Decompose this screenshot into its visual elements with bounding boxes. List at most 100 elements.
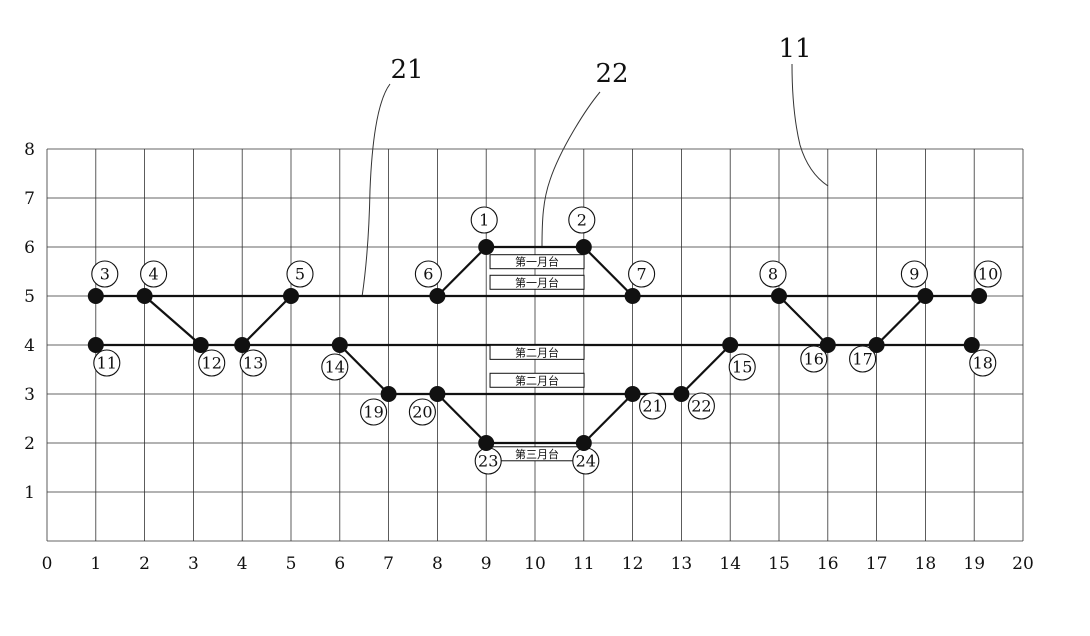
x-tick-label: 16	[817, 554, 839, 574]
node-10: 10	[971, 260, 1002, 304]
node-label-circle	[728, 353, 756, 381]
node-label: 23	[478, 452, 498, 471]
track-lines	[95, 245, 980, 445]
node-dot	[429, 288, 446, 304]
reference-label-22: 22	[595, 59, 628, 89]
node-label: 6	[423, 265, 433, 284]
node-dot	[478, 239, 495, 255]
node-label: 1	[479, 211, 489, 230]
track-segment	[680, 344, 731, 395]
node-dot	[283, 288, 299, 304]
node-dot	[87, 288, 104, 304]
x-tick-label: 8	[432, 554, 443, 574]
node-22: 22	[673, 386, 715, 420]
node-7: 7	[624, 260, 656, 304]
node-dot	[624, 288, 641, 304]
x-tick-label: 3	[188, 554, 199, 574]
node-label: 15	[732, 358, 752, 377]
node-label: 19	[363, 403, 383, 422]
leader-11	[791, 63, 829, 187]
node-label: 16	[804, 350, 824, 369]
node-3: 3	[87, 260, 119, 304]
node-label-circle	[969, 349, 997, 377]
y-tick-label: 5	[24, 287, 35, 307]
node-label: 9	[909, 265, 919, 284]
node-label: 3	[100, 265, 110, 284]
track-segment	[875, 295, 927, 346]
x-tick-label: 20	[1012, 554, 1034, 574]
node-6: 6	[414, 260, 446, 304]
node-dot	[380, 386, 397, 402]
node-dot	[971, 288, 988, 304]
node-dot	[575, 435, 592, 451]
node-label: 24	[576, 452, 596, 471]
node-label: 4	[149, 265, 159, 284]
node-dot	[963, 337, 980, 353]
x-tick-label: 6	[334, 554, 345, 574]
x-tick-label: 19	[963, 554, 985, 574]
node-18: 18	[963, 337, 997, 377]
reference-label-21: 21	[390, 55, 423, 85]
node-label: 10	[978, 265, 998, 284]
node-9: 9	[900, 260, 934, 304]
node-16: 16	[800, 337, 836, 373]
y-tick-label: 3	[24, 385, 35, 405]
y-tick-label: 7	[24, 189, 35, 209]
node-5: 5	[283, 260, 314, 304]
platform-box	[489, 274, 585, 290]
node-label-circle	[321, 353, 349, 381]
node-20: 20	[408, 386, 446, 426]
node-label-circle	[198, 349, 226, 377]
node-label: 17	[852, 350, 872, 369]
node-label: 7	[637, 265, 647, 284]
node-label: 13	[243, 354, 263, 373]
reference-label-11: 11	[778, 34, 811, 64]
node-label-circle	[470, 206, 498, 234]
node-label: 11	[97, 354, 117, 373]
platform-box	[489, 254, 585, 270]
node-dot	[136, 288, 153, 304]
node-label-circle	[286, 260, 314, 288]
node-dot	[819, 337, 836, 353]
node-label-circle	[408, 398, 436, 426]
x-tick-label: 15	[768, 554, 790, 574]
x-tick-label: 4	[237, 554, 248, 574]
node-17: 17	[849, 337, 885, 373]
node-label: 12	[202, 354, 222, 373]
node-label-circle	[974, 260, 1002, 288]
x-tick-label: 14	[719, 554, 741, 574]
node-23: 23	[474, 435, 502, 475]
x-tick-label: 13	[671, 554, 693, 574]
node-label-circle	[687, 392, 715, 420]
reference-leaders	[361, 63, 829, 298]
x-tick-label: 1	[90, 554, 101, 574]
node-1: 1	[470, 206, 498, 255]
node-label-circle	[800, 345, 828, 373]
track-segment	[339, 344, 390, 395]
platform-label: 第二月台	[515, 345, 559, 359]
platform-label: 第二月台	[515, 373, 559, 387]
track-segment	[583, 246, 634, 297]
node-dot	[868, 337, 885, 353]
x-tick-label: 2	[139, 554, 150, 574]
y-tick-label: 2	[24, 434, 35, 454]
platform-2b: 第二月台	[489, 372, 585, 388]
node-dot	[429, 386, 446, 402]
node-label: 2	[577, 211, 587, 230]
node-label-circle	[140, 260, 168, 288]
node-label-circle	[628, 260, 656, 288]
node-dot	[575, 239, 592, 255]
track-segment	[241, 295, 292, 346]
node-label-circle	[568, 206, 596, 234]
node-label: 5	[295, 265, 305, 284]
node-label: 18	[973, 354, 993, 373]
node-13: 13	[234, 337, 267, 377]
node-label-circle	[360, 398, 388, 426]
node-dot	[771, 288, 787, 304]
node-label-circle	[93, 349, 121, 377]
node-15: 15	[722, 337, 756, 381]
node-label: 22	[691, 397, 711, 416]
node-dot	[87, 337, 104, 353]
